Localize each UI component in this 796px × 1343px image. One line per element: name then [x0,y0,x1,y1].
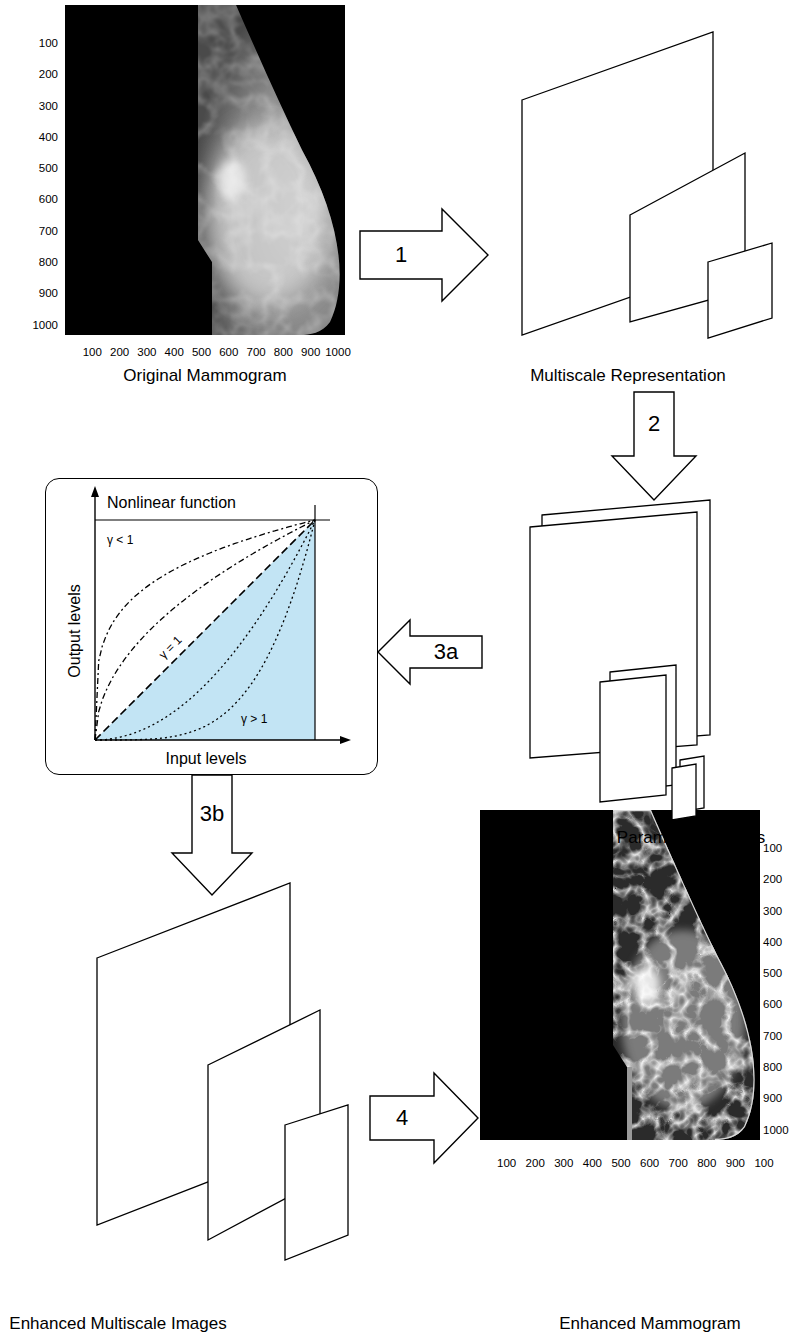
axis-tick-label: 800 [39,256,58,269]
axis-tick-label: 300 [39,100,58,113]
enhanced-mammogram-image [480,805,775,1145]
axis-tick-label: 400 [583,1157,602,1170]
axis-tick-label: 800 [763,1061,782,1074]
axis-tick-label: 900 [301,346,320,359]
block-arrow [172,775,252,895]
step-number: 2 [647,413,661,435]
axis-tick-label: 600 [39,193,58,206]
block-arrow [612,392,696,500]
axis-tick-label: 200 [526,1157,545,1170]
axis-tick-label: 1000 [32,319,58,332]
node-title: Enhanced Multiscale Images [9,1314,226,1334]
node-title: Multiscale Representation [530,366,726,386]
block-arrow [360,209,488,301]
axis-tick-label: 100 [83,346,102,359]
axis-tick-label: 500 [763,967,782,980]
axis-tick-label: 900 [726,1157,745,1170]
axis-tick-label: 700 [247,346,266,359]
axis-tick-label: 300 [763,905,782,918]
axis-tick-label: 400 [763,936,782,949]
axis-tick-label: 200 [763,873,782,886]
node-text: γ < 1 [107,534,133,548]
axis-tick-label: 1000 [763,1124,789,1137]
gamma-plot [91,486,351,744]
original-mammogram-image [65,0,360,340]
figure-panel: Image & Parameter matrices [482,500,790,852]
node-text: Input levels [166,750,247,768]
step-number: 4 [395,1107,409,1129]
enhanced-planes [97,883,348,1260]
step-number: 1 [394,244,408,266]
node-text: γ > 1 [241,713,267,727]
node-title: Image & Parameter matrices [549,828,765,848]
block-arrow [378,620,482,684]
node-title: Original Mammogram [123,366,286,386]
axis-tick-label: 100 [497,1157,516,1170]
gamma-curve [95,520,315,740]
axis-tick-label: 400 [165,346,184,359]
axis-tick-label: 800 [697,1157,716,1170]
axis-tick-label: 700 [669,1157,688,1170]
gamma-curve [95,520,315,740]
axis-tick-label: 200 [39,68,58,81]
block-arrow [370,1073,478,1163]
node-title: Enhanced Mammogram [559,1314,740,1334]
axis-tick-label: 200 [110,346,129,359]
gamma-curve [95,520,315,740]
step-number: 3b [199,803,225,825]
axis-tick-label: 600 [219,346,238,359]
node-text: γ = 1 [157,634,185,662]
axis-tick-label: 300 [554,1157,573,1170]
axis-tick-label: 800 [274,346,293,359]
gamma-curve [95,520,315,740]
multiscale-planes [522,32,772,338]
matrix-planes [530,500,710,820]
axis-tick-label: 700 [763,1030,782,1043]
axis-tick-label: 100 [754,1157,773,1170]
step-number: 3a [433,641,459,663]
axis-tick-label: 100 [39,37,58,50]
axis-tick-label: 1000 [325,346,351,359]
axis-tick-label: 600 [763,998,782,1011]
axis-tick-label: 100 [763,842,782,855]
axis-tick-label: 900 [39,287,58,300]
node-title: Nonlinear function [107,494,236,512]
axis-tick-label: 500 [39,162,58,175]
node-text: Output levels [66,584,84,677]
axis-tick-label: 300 [137,346,156,359]
axis-tick-label: 500 [192,346,211,359]
axis-tick-label: 700 [39,225,58,238]
axis-tick-label: 600 [640,1157,659,1170]
axis-tick-label: 500 [611,1157,630,1170]
function-box: Nonlinear functionOutput levelsInput lev… [45,478,378,775]
figure-panel: Multiscale Representation [488,15,790,392]
axis-tick-label: 400 [39,131,58,144]
figure-panel: Enhanced Mammogram [478,800,796,1343]
axis-tick-label: 900 [763,1092,782,1105]
figure-panel: Enhanced Multiscale Images [0,895,370,1343]
